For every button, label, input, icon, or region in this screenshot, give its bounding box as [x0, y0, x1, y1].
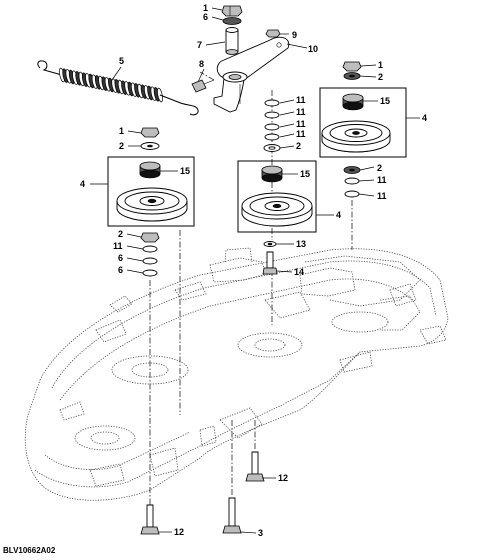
figure-id: BLV10662A02: [3, 546, 56, 555]
callout-1-right: 1: [378, 60, 383, 70]
callout-8: 8: [199, 59, 204, 69]
small-bolt: [191, 79, 215, 93]
shim-right-2: [344, 190, 360, 198]
callout-15-mid: 15: [300, 169, 310, 179]
shim-left: [142, 245, 158, 253]
bolt-12-left: [140, 504, 160, 535]
bearing-right: [342, 93, 364, 111]
callout-15-right: 15: [380, 96, 390, 106]
bottom-bolts: [140, 451, 265, 535]
leader-lines: [90, 7, 420, 534]
idler-arm: [213, 36, 290, 113]
idler-pulley-right: [321, 120, 391, 153]
hex-nut-top: [221, 5, 243, 17]
washer-left-b: [142, 269, 158, 277]
callout-13: 13: [296, 239, 306, 249]
tension-spring: [37, 60, 199, 116]
idler-pulley-mid: [241, 192, 313, 227]
callout-6-left-a: 6: [118, 253, 123, 263]
spacer-bushing: [225, 27, 239, 55]
callout-2-right: 2: [378, 72, 383, 82]
shim-washer-3: [264, 123, 280, 131]
washer-top: [222, 17, 242, 25]
mower-deck: [24, 247, 449, 501]
callout-11-left: 11: [113, 241, 123, 251]
nut-left-low: [140, 232, 160, 243]
callout-11-mid-d: 11: [296, 129, 306, 139]
left-spindle-stack: [107, 127, 195, 277]
pulley-box-right: [319, 87, 407, 158]
bearing-left: [139, 161, 161, 179]
pulley-box-left: [107, 156, 195, 227]
pulley-box-mid: [237, 160, 317, 233]
callout-7: 7: [197, 40, 202, 50]
shim-washer-4: [264, 133, 280, 141]
callout-4-right: 4: [422, 113, 427, 123]
callout-10: 10: [308, 44, 318, 54]
bolt-3: [222, 497, 242, 534]
callout-1-left: 1: [119, 126, 124, 136]
center-spindle-stack: [237, 99, 317, 275]
callout-3: 3: [258, 528, 263, 538]
callout-9: 9: [292, 30, 297, 40]
washer-left-a: [142, 257, 158, 265]
callout-15-left: 15: [180, 166, 190, 176]
idler-arm-assembly: [191, 5, 290, 113]
shim-washer-2: [264, 111, 280, 119]
callout-11-mid-a: 11: [296, 95, 306, 105]
callout-12-right: 12: [278, 473, 288, 483]
callout-5: 5: [119, 56, 124, 66]
callout-11-mid-c: 11: [296, 119, 306, 129]
callout-11-mid-b: 11: [296, 107, 306, 117]
hex-nut-left: [140, 127, 160, 138]
callout-11-right-a: 11: [377, 175, 387, 185]
callout-2-mid: 2: [296, 141, 301, 151]
right-spindle-stack: [319, 61, 407, 198]
callout-14: 14: [294, 267, 304, 277]
callout-2-left: 2: [119, 141, 124, 151]
callout-1-top: 1: [203, 3, 208, 13]
callout-4-mid: 4: [336, 210, 341, 220]
callout-12-left: 12: [174, 527, 184, 537]
shoulder-bolt-14: [262, 251, 278, 275]
hex-nut-right: [342, 61, 362, 72]
callout-2-right-low: 2: [377, 163, 382, 173]
shim-washer-1: [264, 99, 280, 107]
callout-6-left-b: 6: [118, 265, 123, 275]
nut-9: [265, 29, 281, 38]
callout-4-left: 4: [80, 179, 85, 189]
bolt-12-right: [245, 451, 265, 482]
callout-11-right-b: 11: [377, 191, 387, 201]
callout-labels: 1 6 7 8 9 10 5 1 2 4 15 2 11 11 11 11 11…: [80, 3, 427, 538]
callout-6-top: 6: [203, 12, 208, 22]
idler-pulley-left: [116, 187, 188, 222]
callout-2-left-low: 2: [118, 229, 123, 239]
bearing-mid: [261, 165, 283, 183]
shim-right-1: [344, 177, 360, 185]
assembly-axis-lines: [149, 71, 353, 505]
